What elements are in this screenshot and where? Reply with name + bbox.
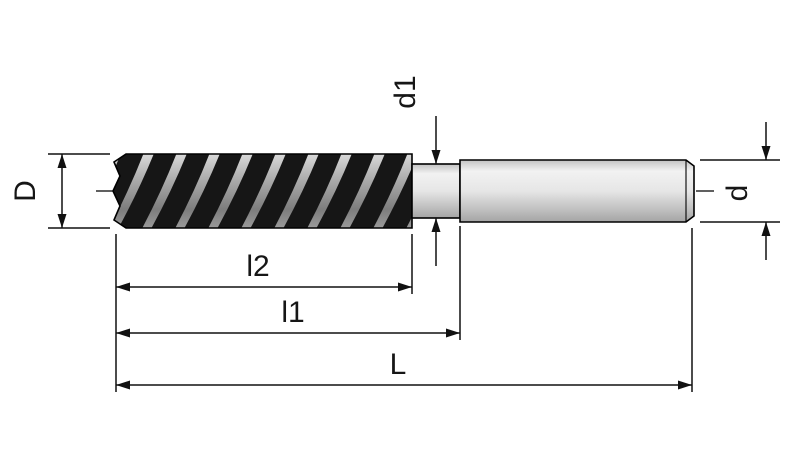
dimension-D: D [9, 153, 110, 229]
arrowhead-left [116, 328, 130, 338]
arrowhead-down [431, 150, 441, 164]
dim-label-L: L [390, 348, 407, 381]
dimension-L: L [116, 228, 693, 392]
dimension-l2: l2 [116, 234, 413, 294]
dimension-d1: d1 [389, 75, 441, 266]
dim-label-l2: l2 [246, 250, 269, 283]
arrowhead-up [761, 222, 771, 236]
arrowhead-right [446, 328, 460, 338]
dimension-l1: l1 [116, 226, 461, 340]
arrowhead-left [116, 282, 130, 292]
dim-label-d1: d1 [389, 75, 422, 108]
arrowhead-right [678, 380, 692, 390]
arrowhead-down [761, 146, 771, 160]
arrowhead-left [116, 380, 130, 390]
arrowhead-up [57, 154, 67, 168]
dim-label-d: d [721, 185, 754, 202]
arrowhead-down [57, 214, 67, 228]
flute-outline [112, 153, 413, 229]
helical-flute-stripes [113, 154, 412, 228]
neck-body [412, 164, 460, 218]
dimension-d: d [700, 122, 780, 260]
shank-body [460, 160, 694, 222]
neck-section [411, 163, 461, 219]
cutting-flutes-section [112, 153, 413, 229]
dim-label-l1: l1 [281, 296, 304, 329]
arrowhead-up [431, 218, 441, 232]
dim-label-D: D [9, 180, 42, 202]
arrowhead-right [398, 282, 412, 292]
shank-section [459, 159, 695, 223]
